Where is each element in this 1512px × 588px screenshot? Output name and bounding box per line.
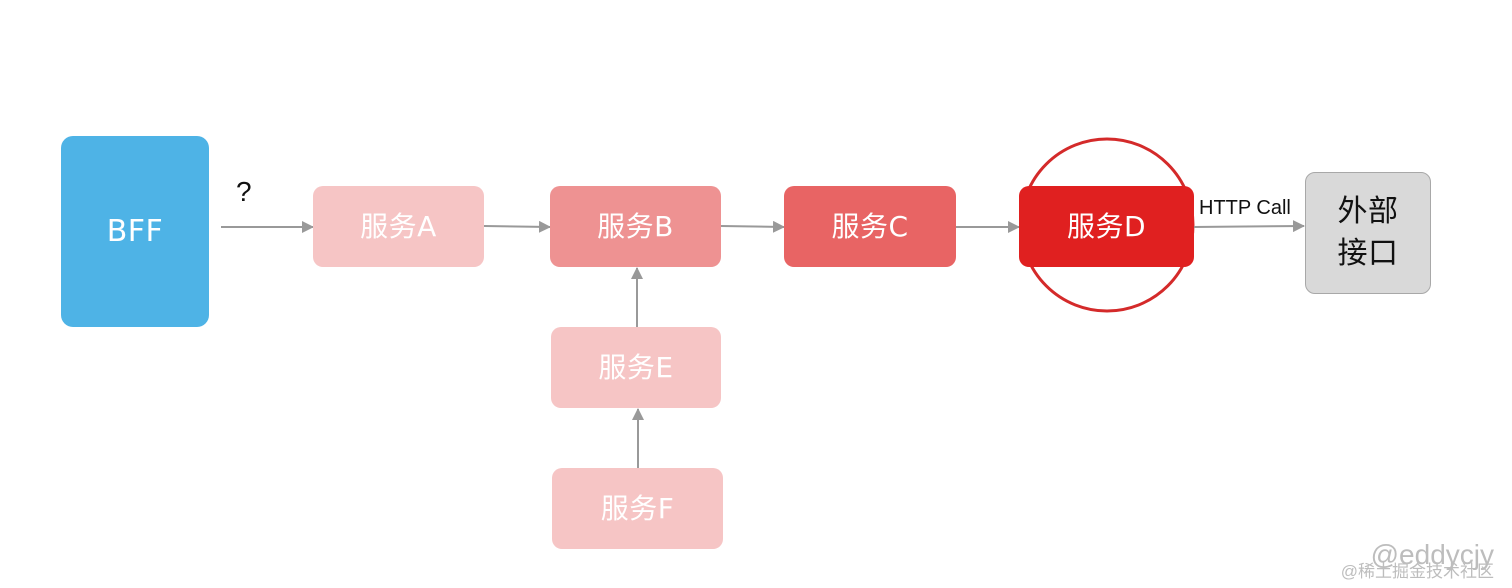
external-api-node: 外部 接口 — [1305, 172, 1431, 294]
bff-node: BFF — [61, 136, 209, 327]
service-c-node: 服务C — [784, 186, 956, 267]
service-a-node: 服务A — [313, 186, 484, 267]
service-b-node: 服务B — [550, 186, 721, 267]
edge-d-to-external — [1192, 220, 1305, 233]
edge-label-unknown: ? — [236, 176, 252, 207]
service-f-node: 服务F — [552, 468, 723, 549]
service-e-node: 服务E — [551, 327, 721, 408]
edge-a-to-b — [483, 220, 551, 233]
service-d-node: 服务D — [1019, 186, 1194, 267]
edge-b-to-c — [720, 220, 785, 233]
watermark: @eddycjy @稀土掘金技术社区 — [1341, 541, 1494, 582]
edge-label-http-call: HTTP Call — [1199, 197, 1291, 219]
watermark-site: @稀土掘金技术社区 — [1340, 562, 1494, 581]
watermark-handle: @eddycjy — [1370, 539, 1494, 570]
